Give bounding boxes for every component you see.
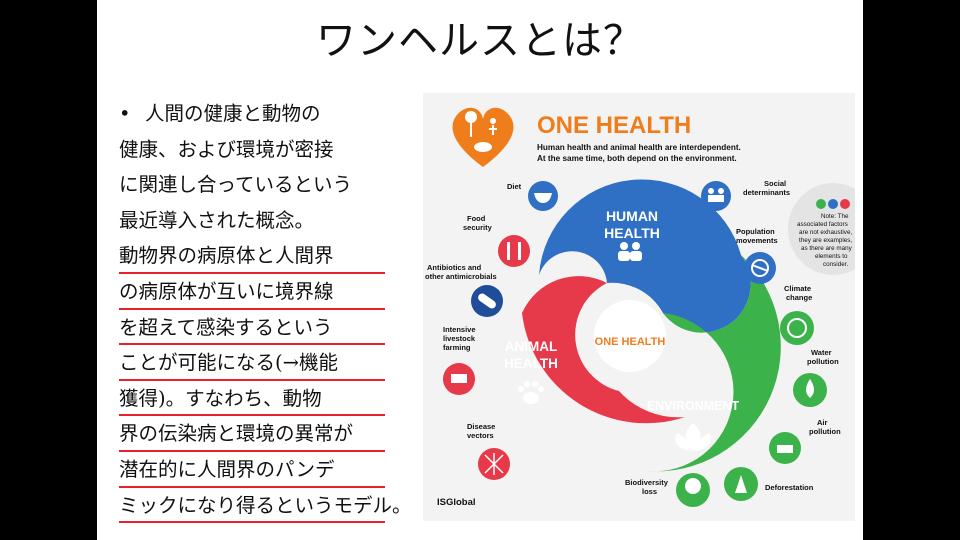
underlined-text-line: の病原体が互いに境界線 — [119, 274, 385, 310]
underlined-text-line: 界の伝染病と環境の異常が — [119, 416, 385, 452]
animal-health-label-2: HEALTH — [504, 356, 558, 371]
factor-label: vectors — [467, 431, 494, 440]
factor-label: Population — [736, 227, 775, 236]
svg-text:as there are many: as there are many — [801, 245, 853, 252]
factor-label: Air — [817, 418, 828, 427]
factor-label: pollution — [809, 427, 841, 436]
animal-health-segment — [522, 276, 685, 424]
svg-text:elements to: elements to — [815, 253, 848, 260]
note-box: Note: The associated factors are not exh… — [788, 183, 855, 275]
environment-segment — [645, 255, 781, 472]
center-label: ONE HEALTH — [595, 336, 666, 348]
human-health-segment — [539, 179, 751, 333]
pill-icon — [471, 285, 503, 317]
factor-label: determinants — [743, 188, 790, 197]
cow-icon — [443, 363, 475, 395]
slide: ワンヘルスとは？ •人間の健康と動物の 健康、および環境が密接 に関連し合ってい… — [97, 0, 863, 540]
bullet-text: •人間の健康と動物の 健康、および環境が密接 に関連し合っているという 最近導入… — [119, 96, 412, 524]
leaves-icon — [675, 423, 711, 451]
animal-health-label-1: ANIMAL — [505, 339, 558, 354]
svg-text:are not exhaustive,: are not exhaustive, — [799, 229, 852, 236]
factor-label: Social — [764, 179, 786, 188]
mosquito-icon — [478, 448, 510, 480]
water-drop-icon — [793, 373, 827, 407]
environment-label: ENVIRONMENT — [647, 399, 740, 413]
factor-label: Biodiversity — [625, 478, 669, 487]
underlined-text-line: 潜在的に人間界のパンデ — [119, 452, 385, 488]
human-health-label-1: HUMAN — [606, 208, 658, 224]
underlined-text-line: を超えて感染するという — [119, 310, 385, 346]
underlined-text-line: 獲得)。すなわち、動物 — [119, 381, 385, 417]
food-security-icon — [498, 235, 530, 267]
one-health-swirl — [522, 179, 781, 472]
factor-label: movements — [736, 236, 778, 245]
underlined-text-line: 動物界の病原体と人間界 — [119, 238, 385, 274]
factory-icon — [769, 432, 801, 464]
text-line: に関連し合っているという — [119, 173, 353, 197]
factor-label: Antibiotics and — [427, 263, 482, 272]
trees-icon — [724, 467, 758, 501]
people-icon — [618, 242, 642, 261]
factor-label: security — [463, 223, 493, 232]
factor-label: pollution — [807, 357, 839, 366]
factor-label: Disease — [467, 422, 495, 431]
svg-text:they are examples,: they are examples, — [799, 237, 852, 244]
factor-label: loss — [642, 487, 657, 496]
one-health-infographic: ONE HEALTH Human health and animal healt… — [423, 93, 855, 521]
factor-label: Water — [811, 348, 832, 357]
factor-label: Diet — [507, 182, 522, 191]
text-line: •人間の健康と動物の — [119, 96, 409, 132]
factor-label: change — [786, 293, 812, 302]
diet-icon — [528, 181, 558, 211]
bullet-marker: • — [119, 102, 131, 125]
factor-label: Deforestation — [765, 483, 814, 492]
paw-icon — [518, 381, 544, 404]
infographic-heading: ONE HEALTH — [537, 112, 691, 139]
text-line: 最近導入された概念。 — [119, 208, 315, 232]
svg-text:consider.: consider. — [823, 261, 848, 268]
factor-label: farming — [443, 343, 471, 352]
slide-title: ワンヘルスとは？ — [316, 18, 644, 64]
factor-label: other antimicrobials — [425, 272, 497, 281]
infographic-subtitle-2: At the same time, both depend on the env… — [537, 154, 737, 163]
infographic-subtitle-1: Human health and animal health are inter… — [537, 143, 741, 152]
svg-text:associated factors: associated factors — [797, 221, 848, 228]
factor-label: livestock — [443, 334, 476, 343]
underlined-text-line: ミックになり得るというモデル。 — [119, 488, 412, 524]
heart-logo-icon — [452, 107, 514, 167]
family-icon — [701, 181, 731, 211]
factor-label: Intensive — [443, 325, 476, 334]
svg-text:Note: The: Note: The — [821, 213, 849, 220]
factor-label: Climate — [784, 284, 811, 293]
isglobal-logo: ISGlobal — [437, 497, 476, 508]
climate-icon — [780, 311, 814, 345]
human-health-label-2: HEALTH — [604, 225, 660, 241]
tree-icon — [676, 473, 710, 507]
globe-plane-icon — [744, 252, 776, 284]
factor-label: Food — [467, 214, 486, 223]
underlined-text-line: ことが可能になる(→機能 — [119, 345, 385, 381]
text-line: 健康、および環境が密接 — [119, 137, 334, 161]
